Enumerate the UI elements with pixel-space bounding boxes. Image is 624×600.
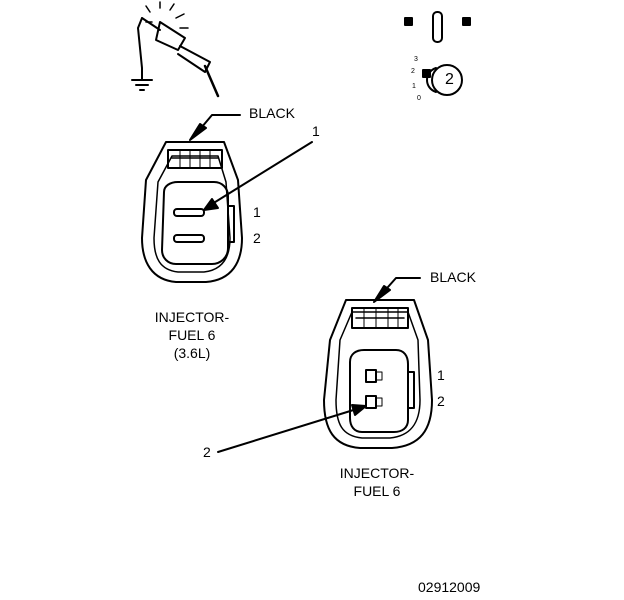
ground-icon xyxy=(131,73,153,91)
connector-1 xyxy=(141,141,243,283)
figure-id-label: 02912009 xyxy=(418,579,481,595)
connector-2-pin-1-label: 1 xyxy=(437,367,445,383)
switch-position-0-label: 0 xyxy=(417,95,421,102)
connector-1-pin-2-label: 2 xyxy=(253,230,261,246)
connector-2-wire-color-label: BLACK xyxy=(430,269,476,285)
switch-position-2-label: 2 xyxy=(411,68,415,75)
connector-1-caption-line-2: FUEL 6 xyxy=(168,327,216,343)
connector-2 xyxy=(323,299,433,449)
connector-1-pin-1-label: 1 xyxy=(253,204,261,220)
switch-position-1-label: 1 xyxy=(412,83,416,90)
ignition-switch-icon xyxy=(404,11,471,96)
connector-2-pin-2-label: 2 xyxy=(437,393,445,409)
switch-position-3-label: 3 xyxy=(414,56,418,63)
connector-1-wire-color-label: BLACK xyxy=(249,105,295,121)
leader-lines xyxy=(189,114,421,453)
connector-1-caption-line-3: (3.6L) xyxy=(173,345,211,361)
callout-1-label: 1 xyxy=(312,123,320,139)
test-probe-icon xyxy=(137,1,220,98)
callout-2-label: 2 xyxy=(203,444,211,460)
connector-2-caption-line-1: INJECTOR- xyxy=(339,465,415,481)
connector-2-caption-line-2: FUEL 6 xyxy=(353,483,401,499)
connector-1-caption-line-1: INJECTOR- xyxy=(154,309,230,325)
switch-selected-position-label: 2 xyxy=(445,71,454,88)
